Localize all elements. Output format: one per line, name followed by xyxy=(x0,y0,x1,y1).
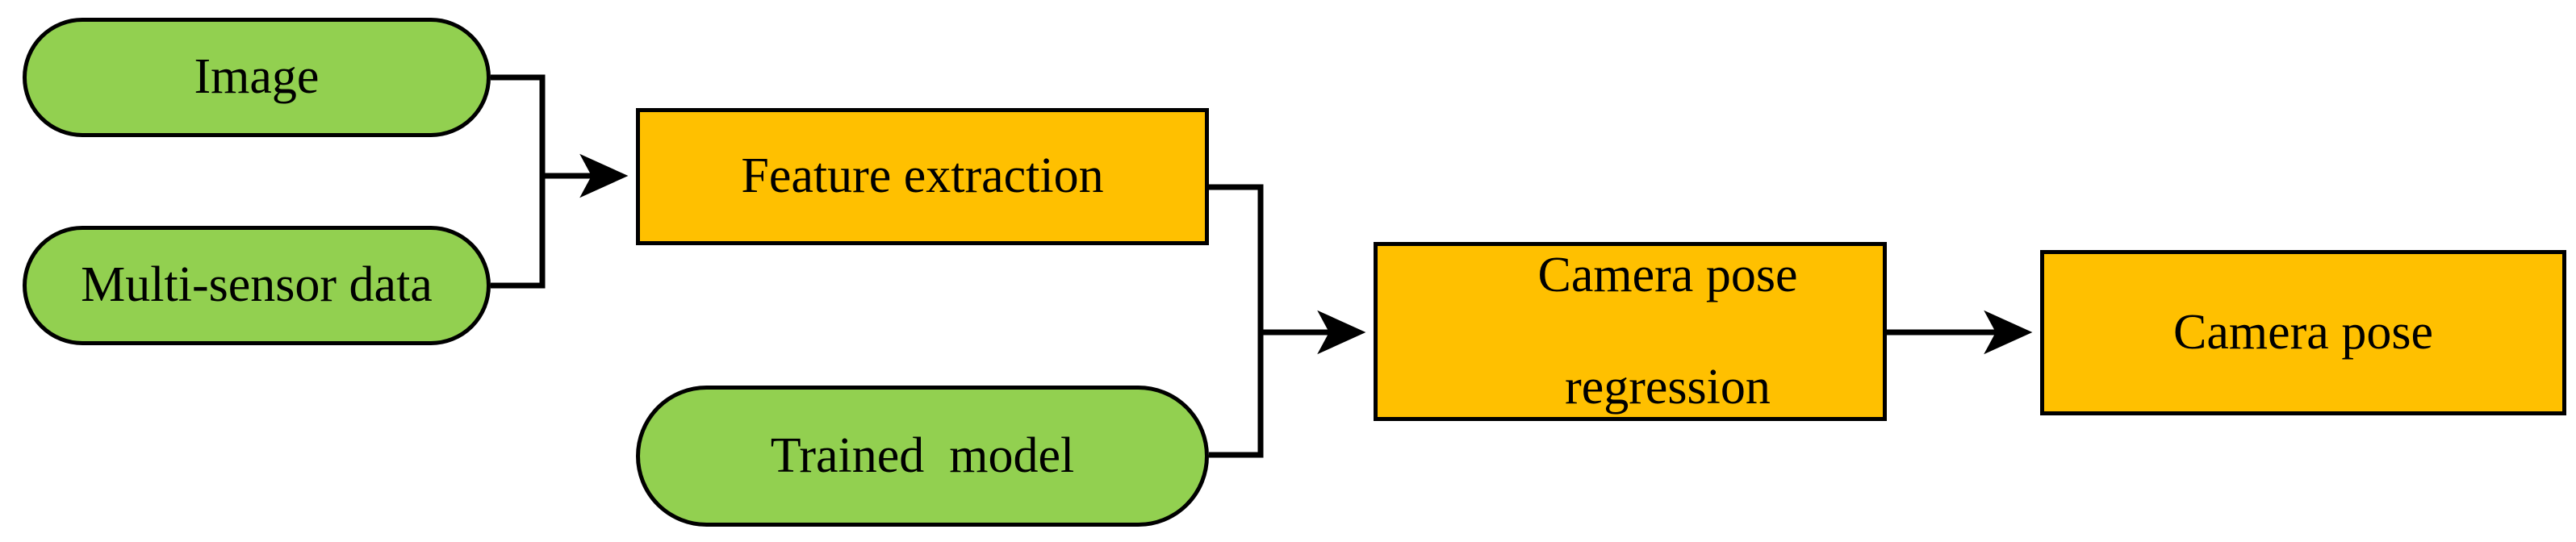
node-image-label: Image xyxy=(194,49,320,105)
node-camera-pose-regression-line2: regression xyxy=(1565,359,1771,415)
node-feature-extraction[interactable]: Feature extraction xyxy=(636,108,1209,245)
node-image[interactable]: Image xyxy=(23,18,491,137)
node-camera-pose[interactable]: Camera pose xyxy=(2040,250,2566,415)
node-trained-model[interactable]: Trained model xyxy=(636,386,1209,527)
edge-trained-model-to-regression xyxy=(1209,332,1264,458)
node-camera-pose-regression[interactable]: Camera pose regression xyxy=(1374,242,1887,421)
node-trained-model-label: Trained model xyxy=(770,427,1075,483)
node-multi-sensor-data-label: Multi-sensor data xyxy=(81,257,433,313)
node-camera-pose-regression-label: Camera pose regression xyxy=(1455,191,1806,471)
node-feature-extraction-label: Feature extraction xyxy=(741,148,1104,204)
edge-feature-extraction-to-regression xyxy=(1209,184,1264,332)
edge-image-to-feature-extraction xyxy=(491,74,546,176)
node-multi-sensor-data[interactable]: Multi-sensor data xyxy=(23,226,491,345)
node-camera-pose-regression-line1: Camera pose xyxy=(1537,247,1798,302)
edge-multisensor-to-feature-extraction xyxy=(491,176,546,289)
node-camera-pose-label: Camera pose xyxy=(2173,304,2433,360)
